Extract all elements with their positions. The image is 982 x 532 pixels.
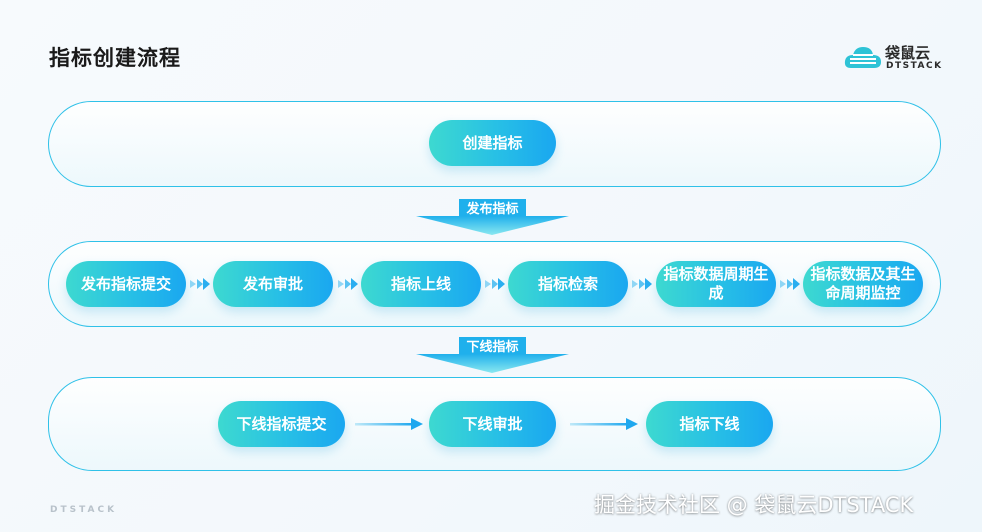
step-publish-approval: 发布审批	[213, 261, 333, 307]
logo-text-cn: 袋鼠云	[885, 44, 931, 62]
offline-arrow-ribbon: 下线指标	[416, 337, 569, 373]
down-arrow-icon	[416, 199, 569, 235]
arrow-right-icon	[355, 418, 423, 430]
step-metric-search: 指标检索	[508, 261, 628, 307]
offline-label: 下线指标	[466, 340, 519, 355]
publish-arrow-ribbon: 发布指标	[416, 199, 569, 235]
step-offline-submit: 下线指标提交	[218, 401, 345, 447]
node-create-metric: 创建指标	[429, 120, 556, 166]
logo-text-en: DTSTACK	[886, 61, 943, 71]
chevron-right-icon	[780, 278, 800, 290]
down-arrow-icon	[416, 337, 569, 373]
publish-label: 发布指标	[466, 202, 519, 217]
watermark-text: 掘金技术社区 @ 袋鼠云DTSTACK	[594, 493, 914, 517]
page-title: 指标创建流程	[49, 46, 181, 70]
step-publish-submit: 发布指标提交	[66, 261, 186, 307]
step-metric-offline: 指标下线	[646, 401, 773, 447]
step-metric-online: 指标上线	[361, 261, 481, 307]
step-offline-approval: 下线审批	[429, 401, 556, 447]
arrow-right-icon	[570, 418, 638, 430]
footer-logo-text: DTSTACK	[50, 505, 118, 515]
cloud-logo-icon	[844, 47, 881, 68]
chevron-right-icon	[632, 278, 652, 290]
chevron-right-icon	[485, 278, 505, 290]
brand-logo: 袋鼠云 DTSTACK	[843, 42, 953, 74]
step-data-lifecycle-monitor: 指标数据及其生命周期监控	[803, 261, 923, 307]
step-data-cycle-generate: 指标数据周期生成	[656, 261, 776, 307]
chevron-right-icon	[338, 278, 358, 290]
chevron-right-icon	[190, 278, 210, 290]
